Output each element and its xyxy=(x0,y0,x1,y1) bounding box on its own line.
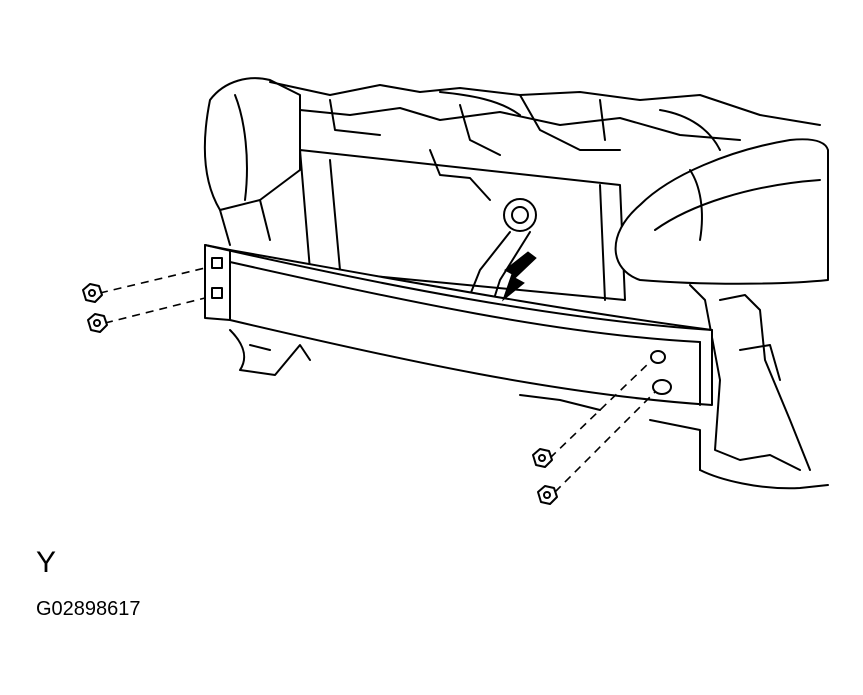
clip-location-arrow xyxy=(501,251,537,302)
figure-code: G02898617 xyxy=(36,598,141,620)
nut-right-lower xyxy=(537,485,558,505)
bumper-reinforcement xyxy=(204,244,713,406)
view-label: Y xyxy=(36,546,57,579)
leader-lines xyxy=(99,267,656,493)
engine-bay xyxy=(203,77,829,490)
bumper-reinforcement-diagram xyxy=(82,77,829,505)
nut-left-lower xyxy=(87,313,108,333)
nut-right-upper xyxy=(532,448,553,468)
nut-left-upper xyxy=(82,283,103,303)
